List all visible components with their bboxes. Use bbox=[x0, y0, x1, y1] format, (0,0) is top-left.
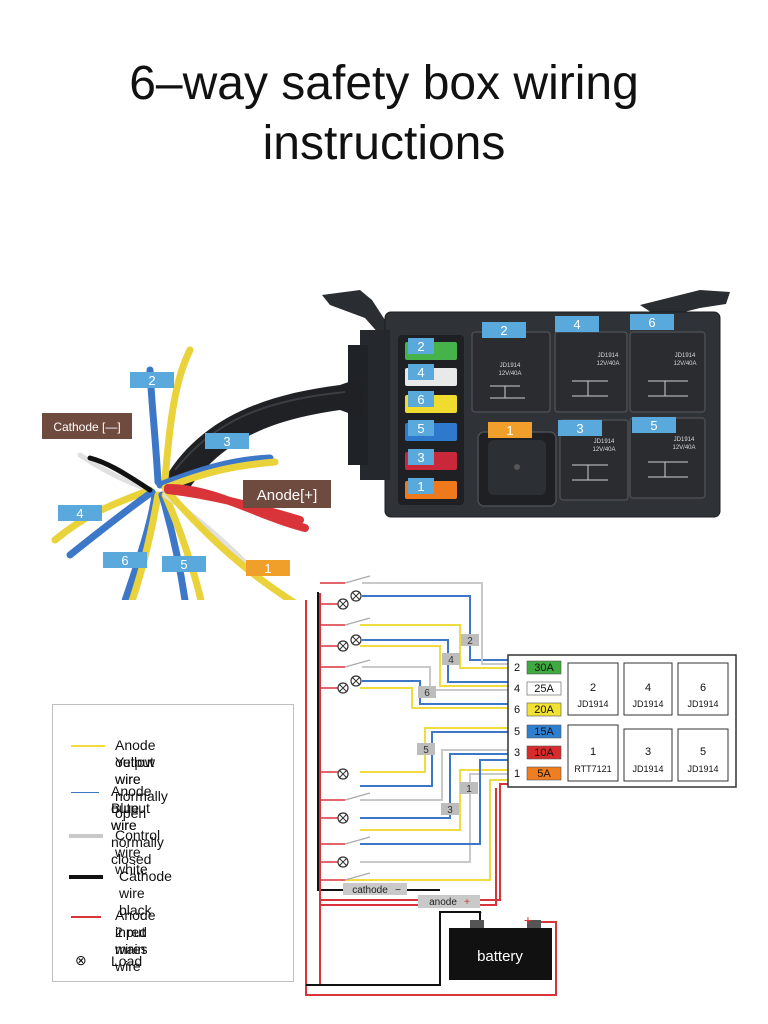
svg-text:5: 5 bbox=[514, 726, 520, 738]
box-tag: 5 bbox=[650, 418, 657, 433]
relay-text: JD1914 bbox=[674, 437, 695, 443]
title-line-2: instructions bbox=[262, 117, 506, 170]
relay-text: 12V/40A bbox=[592, 447, 615, 453]
svg-text:5A: 5A bbox=[537, 768, 551, 780]
relay-cell: 2 JD1914 bbox=[577, 682, 608, 709]
fuse-tag: 4 bbox=[417, 365, 424, 380]
svg-text:RTT7121: RTT7121 bbox=[574, 764, 611, 774]
svg-text:JD1914: JD1914 bbox=[632, 699, 663, 709]
svg-text:2: 2 bbox=[514, 662, 520, 674]
svg-text:5: 5 bbox=[700, 746, 706, 758]
legend-box: Anode output wire Yellow wire normally o… bbox=[52, 704, 294, 982]
relay-cell: 4 JD1914 bbox=[632, 682, 663, 709]
wire-tag: 5 bbox=[180, 557, 187, 572]
svg-text:10A: 10A bbox=[534, 747, 554, 759]
fuse-tag: 2 bbox=[417, 339, 424, 354]
fuse-box-photo: JD1914 12V/40A JD1914 12V/40A JD1914 12V… bbox=[42, 290, 730, 600]
relay-text: 12V/40A bbox=[673, 361, 696, 367]
box-tag: 6 bbox=[648, 315, 655, 330]
wire-tag: 6 bbox=[121, 553, 128, 568]
title-line-1: 6–way safety box wiring bbox=[129, 57, 639, 110]
relay-text: JD1914 bbox=[675, 353, 696, 359]
relay-text: 12V/40A bbox=[498, 371, 521, 377]
relay-cell: 1 RTT7121 bbox=[574, 746, 611, 774]
svg-text:1: 1 bbox=[590, 746, 596, 758]
relay-text: JD1914 bbox=[500, 363, 521, 369]
wire-tag: 1 bbox=[264, 561, 271, 576]
svg-text:3: 3 bbox=[514, 747, 520, 759]
svg-text:6: 6 bbox=[700, 682, 706, 694]
relay-text: 12V/40A bbox=[672, 445, 695, 451]
fuse-tag: 5 bbox=[417, 421, 424, 436]
relay-text: JD1914 bbox=[594, 439, 615, 445]
wire-tag: 3 bbox=[223, 434, 230, 449]
fuse-row: 1 5A bbox=[514, 766, 562, 781]
svg-text:6: 6 bbox=[514, 704, 520, 716]
svg-text:JD1914: JD1914 bbox=[577, 699, 608, 709]
svg-text:25A: 25A bbox=[534, 683, 554, 695]
svg-text:JD1914: JD1914 bbox=[632, 764, 663, 774]
svg-text:4: 4 bbox=[645, 682, 651, 694]
cathode-tag: Cathode [—] bbox=[53, 420, 120, 434]
svg-text:2: 2 bbox=[590, 682, 596, 694]
fuse-row: 5 15A bbox=[514, 724, 562, 739]
fuse-tag: 1 bbox=[417, 479, 424, 494]
box-tag: 1 bbox=[506, 423, 513, 438]
load-icon: ⊗ bbox=[75, 952, 87, 968]
svg-text:JD1914: JD1914 bbox=[687, 699, 718, 709]
fuse-tag: 6 bbox=[417, 392, 424, 407]
svg-text:30A: 30A bbox=[534, 662, 554, 674]
wire-tag: 2 bbox=[148, 373, 155, 388]
relay-cell: 3 JD1914 bbox=[632, 746, 663, 774]
fuse-row: 6 20A bbox=[514, 702, 562, 717]
fuse-row: 4 25A bbox=[514, 681, 562, 696]
anode-tag: Anode[+] bbox=[257, 487, 317, 504]
box-tag: 4 bbox=[573, 317, 580, 332]
relay-text: 12V/40A bbox=[596, 361, 619, 367]
relay-text: JD1914 bbox=[598, 353, 619, 359]
svg-text:15A: 15A bbox=[534, 726, 554, 738]
svg-text:4: 4 bbox=[514, 683, 520, 695]
svg-text:20A: 20A bbox=[534, 704, 554, 716]
box-tag: 2 bbox=[500, 323, 507, 338]
wire-tag: 4 bbox=[76, 506, 83, 521]
fuse-row: 3 10A bbox=[514, 745, 562, 760]
svg-text:JD1914: JD1914 bbox=[687, 764, 718, 774]
fuse-tag: 3 bbox=[417, 450, 424, 465]
svg-text:1: 1 bbox=[514, 768, 520, 780]
svg-text:3: 3 bbox=[645, 746, 651, 758]
relay-cell: 6 JD1914 bbox=[687, 682, 718, 709]
relay-cell: 5 JD1914 bbox=[687, 746, 718, 774]
box-tag: 3 bbox=[576, 421, 583, 436]
fuse-row: 2 30A bbox=[514, 660, 562, 675]
